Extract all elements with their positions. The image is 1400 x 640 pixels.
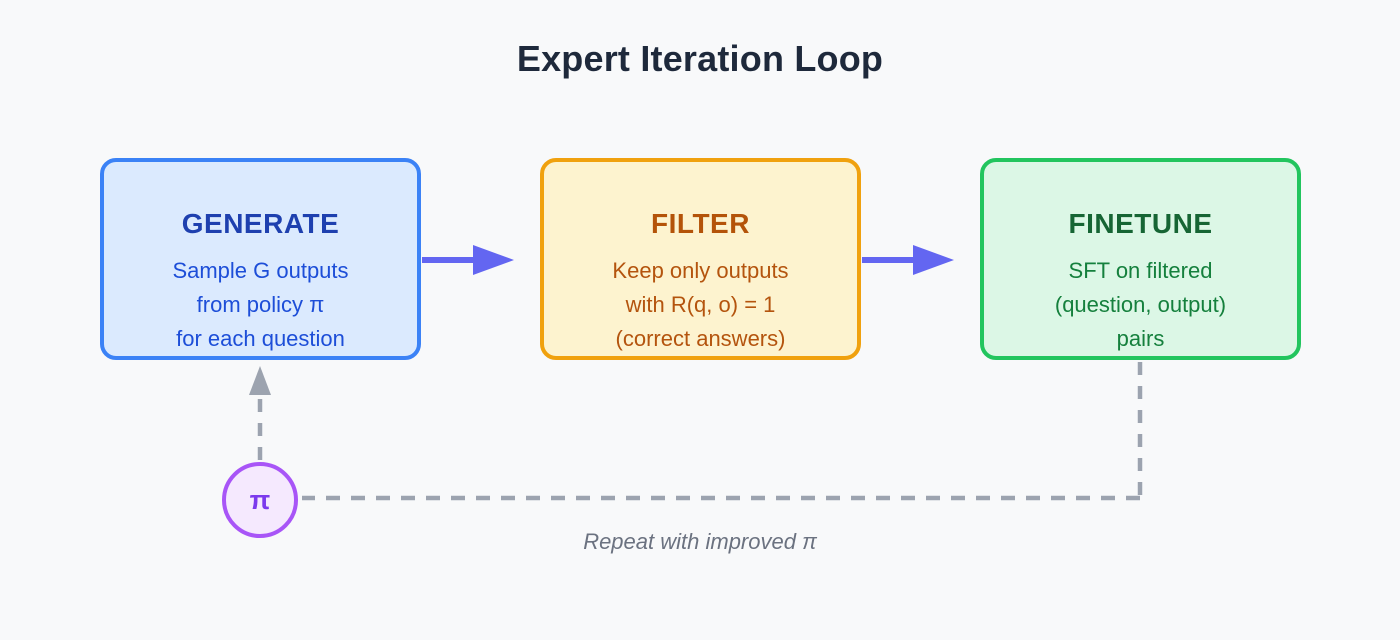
- box-filter-line-3: (correct answers): [615, 326, 786, 351]
- box-filter-title: FILTER: [651, 208, 750, 239]
- loop-caption: Repeat with improved π: [583, 529, 817, 554]
- box-finetune-line-1: SFT on filtered: [1068, 258, 1213, 283]
- box-generate-line-2: from policy π: [196, 292, 325, 317]
- box-generate-line-3: for each question: [176, 326, 345, 351]
- box-finetune-line-3: pairs: [1116, 326, 1165, 351]
- dashed-connector-finetune-to-policy: [302, 362, 1143, 501]
- dashed-connector-policy-to-generate: [249, 366, 271, 460]
- policy-node: π: [222, 462, 298, 538]
- box-filter-line-2: with R(q, o) = 1: [625, 292, 776, 317]
- box-generate-line-1: Sample G outputs: [172, 258, 349, 283]
- box-finetune-title: FINETUNE: [1068, 208, 1213, 239]
- policy-pi-symbol: π: [249, 484, 271, 515]
- box-filter-line-1: Keep only outputs: [612, 258, 789, 283]
- diagram-title: Expert Iteration Loop: [516, 38, 884, 79]
- box-finetune-line-2: (question, output): [1054, 292, 1227, 317]
- arrow-filter-to-finetune: [862, 245, 954, 275]
- box-generate-title: GENERATE: [181, 208, 340, 239]
- box-finetune: FINETUNE SFT on filtered (question, outp…: [980, 158, 1301, 360]
- box-generate: GENERATE Sample G outputs from policy π …: [100, 158, 421, 360]
- arrow-generate-to-filter: [422, 245, 514, 275]
- box-filter: FILTER Keep only outputs with R(q, o) = …: [540, 158, 861, 360]
- up-arrowhead-icon: [249, 366, 271, 395]
